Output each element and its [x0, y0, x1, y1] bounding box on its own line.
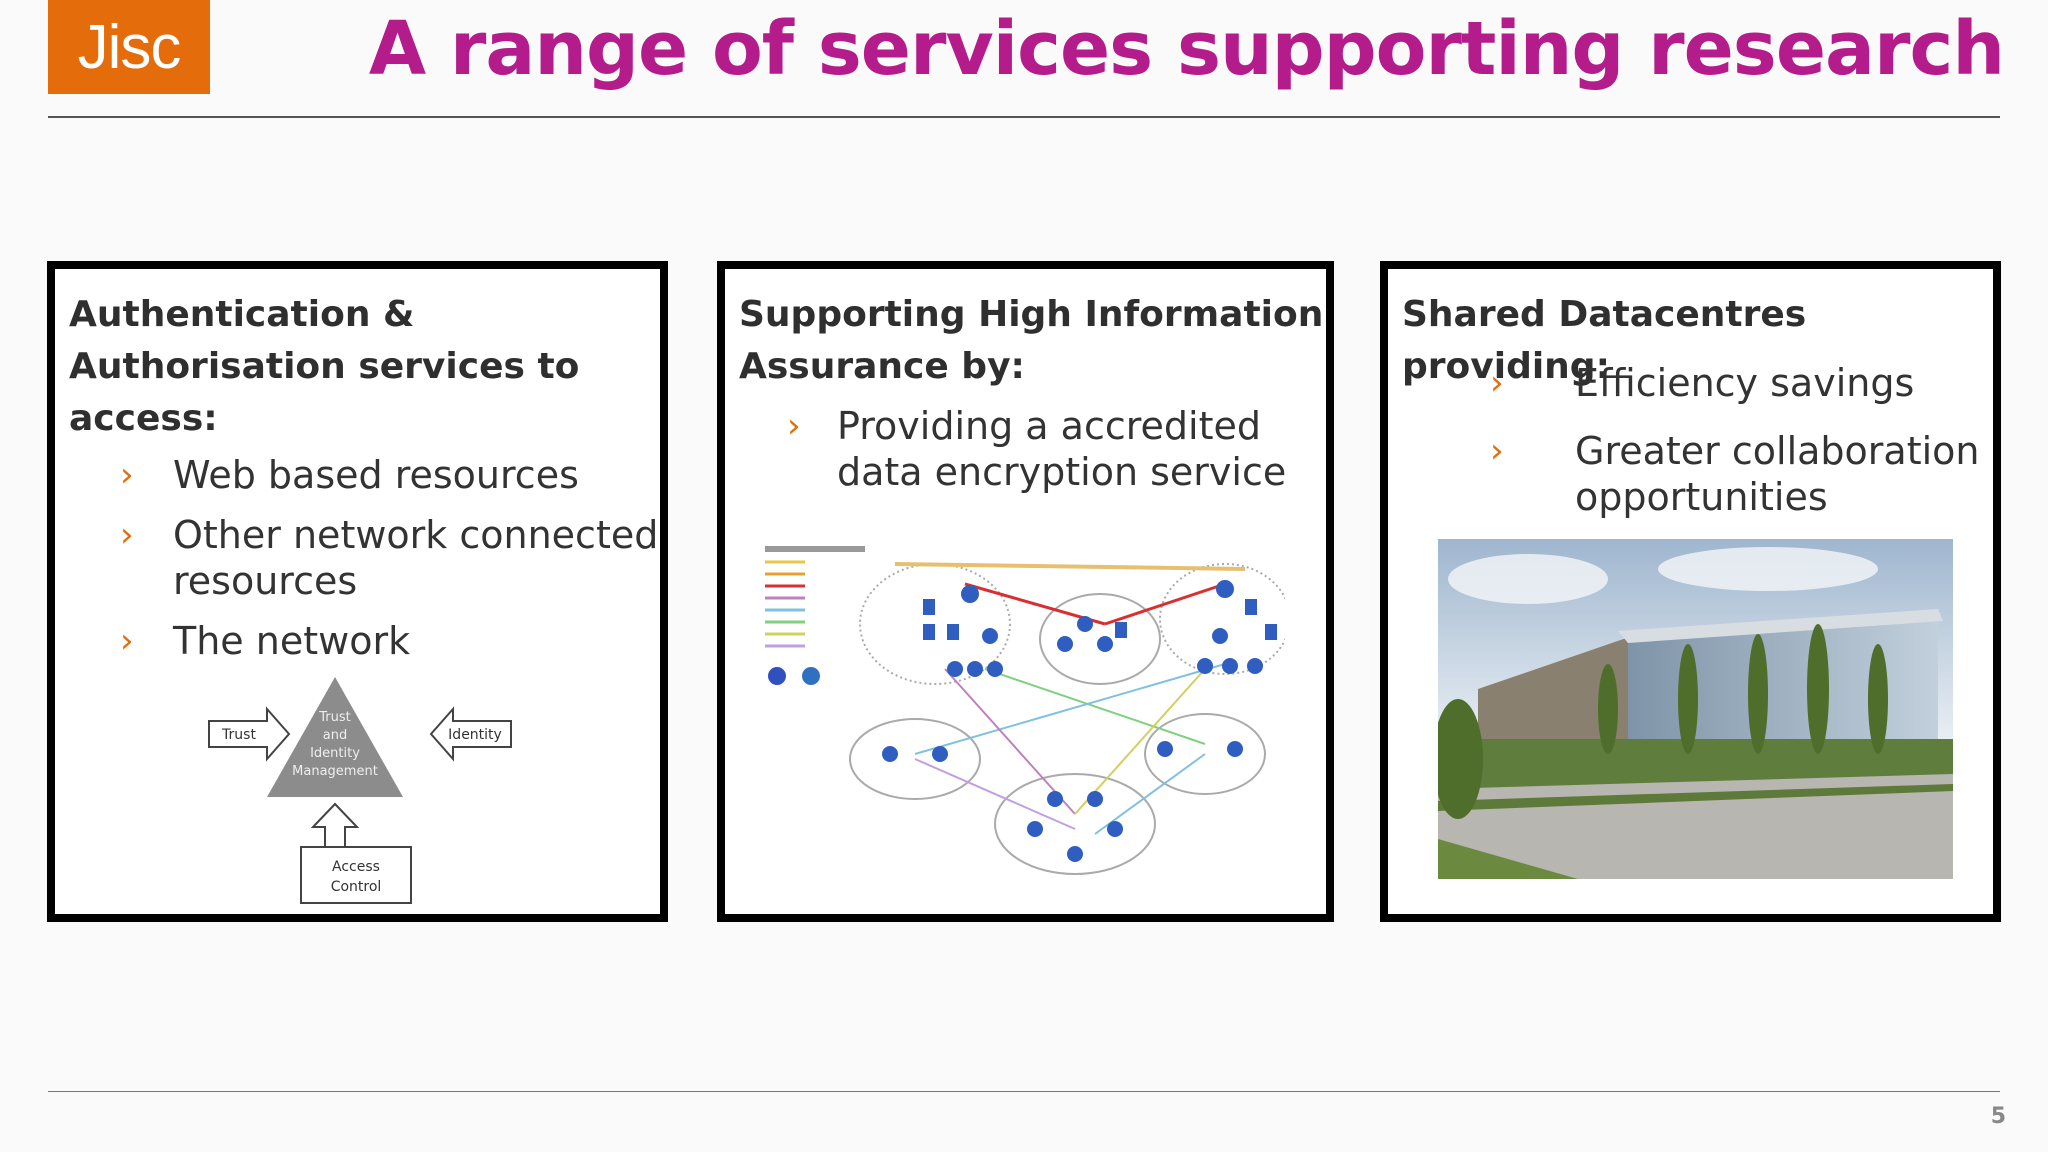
bullet-chevron-icon: › — [787, 406, 801, 446]
network-link — [1074, 668, 1206, 815]
bullet-chevron-icon: › — [120, 515, 134, 555]
building-roof — [1618, 609, 1943, 643]
list-item-line: Efficiency savings — [1575, 361, 1915, 405]
triangle-icon — [267, 677, 403, 797]
list-item-line: Other network connected — [173, 513, 659, 557]
jisc-logo: Jisc — [48, 0, 210, 94]
page-number: 5 — [1990, 1104, 2006, 1129]
heading-line: Authentication & — [69, 294, 415, 335]
diagram-label: Trust — [318, 710, 350, 725]
shrubs — [1438, 839, 1578, 879]
diagram-label: Access — [332, 859, 380, 875]
list-item: The network — [173, 618, 410, 664]
list-item: Other network connected resources — [173, 512, 658, 604]
cloud-shape — [1039, 593, 1161, 685]
cloud-shape — [1144, 713, 1266, 795]
network-link — [894, 562, 1246, 571]
diagram-label: Management — [292, 764, 378, 779]
list-item-line: Providing a accredited — [837, 404, 1261, 448]
grass-strip — [1438, 784, 1953, 811]
list-item-line: Greater collaboration — [1575, 429, 1980, 473]
cloud-shape — [994, 773, 1156, 875]
list-item-line: data encryption service — [837, 450, 1287, 494]
list-item: Greater collaboration opportunities — [1575, 428, 1980, 520]
list-item-line: opportunities — [1575, 475, 1828, 519]
panel-shared-datacentres: Shared Datacentres providing: › Efficien… — [1380, 261, 2001, 922]
diagram-label: Trust — [221, 727, 256, 743]
panel-authentication: Authentication & Authorisation services … — [47, 261, 668, 922]
cloud — [1658, 547, 1878, 591]
diagram-label: Identity — [448, 727, 502, 743]
trust-identity-diagram: Trust and Identity Management Trust Iden… — [208, 677, 512, 904]
panel-heading: Authentication & Authorisation services … — [69, 289, 579, 445]
list-item-line: Web based resources — [173, 453, 579, 497]
network-link — [984, 668, 1206, 745]
building-glass — [1628, 621, 1938, 744]
router-icon — [802, 667, 820, 685]
network-link — [914, 758, 1076, 830]
panel-information-assurance: Supporting High Information Assurance by… — [717, 261, 1334, 922]
bullet-chevron-icon: › — [1490, 363, 1504, 403]
arrow-left-icon — [429, 706, 512, 762]
heading-line: Authorisation services to — [69, 346, 580, 387]
heading-line: Assurance by: — [739, 346, 1025, 387]
footer-divider — [48, 1091, 2000, 1092]
bullet-chevron-icon: › — [120, 455, 134, 495]
heading-line: access: — [69, 398, 218, 439]
access-control-box — [300, 846, 412, 904]
list-item-line: resources — [173, 559, 358, 603]
panel-heading: Shared Datacentres providing: — [1402, 289, 1993, 393]
slide-title: A range of services supporting research — [368, 6, 2005, 92]
network-link — [1094, 753, 1206, 835]
heading-line: Supporting High Information — [739, 294, 1324, 335]
bullet-chevron-icon: › — [1490, 431, 1504, 471]
arrow-right-icon — [208, 706, 291, 762]
router-icon — [768, 667, 786, 685]
diagram-label: and — [323, 728, 347, 743]
network-topology-image — [765, 546, 1285, 875]
cloud-shape — [859, 563, 1011, 685]
datacentre-photo — [1438, 539, 1953, 879]
diagram-label: Control — [331, 879, 382, 895]
cloud — [1448, 554, 1608, 604]
arrow-up-icon — [310, 802, 360, 848]
network-link — [944, 668, 1076, 815]
diagram-label: Identity — [310, 746, 360, 761]
network-link — [1104, 582, 1226, 626]
list-item: Web based resources — [173, 452, 579, 498]
list-item: Efficiency savings — [1575, 360, 1914, 406]
cloud-shape — [849, 718, 981, 800]
heading-line: Shared Datacentres providing: — [1402, 294, 1807, 387]
bullet-chevron-icon: › — [120, 621, 134, 661]
network-link — [914, 663, 1226, 755]
list-item: Providing a accredited data encryption s… — [837, 403, 1286, 495]
list-item-line: The network — [173, 619, 411, 663]
router-group — [882, 580, 1277, 862]
panel-heading: Supporting High Information Assurance by… — [739, 289, 1323, 393]
legend-title — [765, 546, 865, 552]
trees — [1438, 624, 1888, 819]
header-divider — [48, 116, 2000, 118]
